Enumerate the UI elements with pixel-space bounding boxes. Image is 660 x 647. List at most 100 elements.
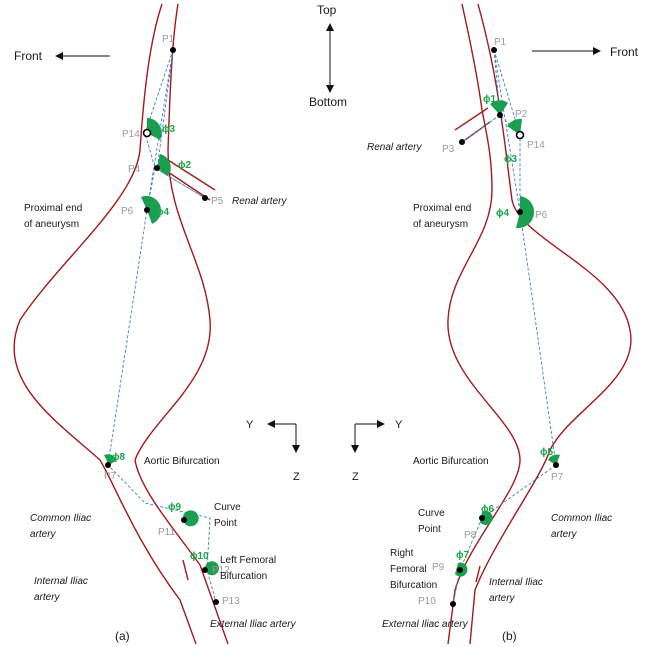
panel-a-label-p12: P12 — [212, 565, 230, 576]
panel-b-angle-wedge-1 — [490, 100, 508, 115]
panel-a-curve-label-2: Point — [214, 518, 237, 529]
panel-b-left-wall — [447, 3, 521, 645]
panel-a-internal-iliac-label-1: Internal Iliac — [34, 576, 88, 587]
panel-a-label-p4: P4 — [128, 164, 141, 175]
panel-a-centerline-2 — [156, 49, 174, 171]
panel-b-angle-7: ϕ7 — [456, 550, 469, 561]
panel-a-renal-lower — [167, 171, 211, 201]
panel-b-renal-upper — [454, 107, 489, 131]
front-left-label: Front — [14, 49, 43, 63]
panel-a-label-p6: P6 — [121, 206, 134, 217]
panel-a-point-p11 — [181, 517, 187, 523]
panel-a-internal-iliac-label-2: artery — [34, 592, 61, 603]
panel-a-angle-wedge-10 — [205, 561, 219, 576]
panel-b-label-p3: P3 — [442, 144, 455, 155]
panel-b-angle-wedge-3 — [507, 118, 522, 135]
panel-b-external-iliac-label: External Iliac artery — [382, 619, 469, 630]
panel-b-aortic-bifurcation-label: Aortic Bifurcation — [413, 456, 489, 467]
panel-b-angle-5: ϕ5 — [540, 447, 553, 458]
panel-a-label-p14: P14 — [122, 129, 140, 140]
panel-a-angle-wedge-8 — [104, 454, 117, 465]
panel-a-curve-label-1: Curve — [214, 502, 241, 513]
panel-a-point-p5 — [202, 195, 208, 201]
panel-b-common-iliac-label-2: artery — [551, 529, 578, 540]
left-z-axis-label: Z — [293, 471, 300, 483]
panel-b-label-p9: P9 — [432, 562, 445, 573]
panel-a-angle-2: ϕ2 — [178, 160, 191, 171]
panel-b-curve-label-1: Curve — [418, 508, 445, 519]
panel-b-proximal-label-1: Proximal end — [413, 203, 471, 214]
panel-a-angle-wedge-4 — [141, 195, 162, 224]
panel-a-angle-9: ϕ9 — [168, 502, 181, 513]
panel-a-point-p4 — [154, 165, 160, 171]
panel-b-curve-label-2: Point — [418, 524, 441, 535]
panel-b-label-p14: P14 — [527, 140, 545, 151]
panel-a-aortic-bifurcation-label: Aortic Bifurcation — [144, 456, 220, 467]
panel-b-label-p7: P7 — [551, 472, 564, 483]
panel-a-angle-wedge-2 — [157, 154, 171, 176]
panel-a-point-p1 — [170, 47, 176, 53]
panel-b-point-p14 — [515, 130, 525, 140]
panel-b-angle-wedge-6 — [480, 510, 493, 525]
panel-b-point-p1 — [491, 47, 497, 53]
panel-b-point-p6 — [517, 209, 523, 215]
panel-a-left-wall — [13, 3, 197, 645]
panel-b-point-p2 — [497, 112, 503, 118]
panel-a-point-p13 — [213, 599, 219, 605]
panel-a-angle-wedge-3 — [147, 118, 162, 140]
panel-b-right-femoral-label-2: Femoral — [390, 564, 427, 575]
panel-a-label-p7: P7 — [104, 471, 117, 482]
panel-b-centerline-3 — [493, 49, 521, 213]
orientation-guides: Top Bottom Front Front Y Z Y Z — [14, 3, 639, 483]
front-right-label: Front — [610, 45, 639, 59]
panel-b-proximal-label-2: of aneurysm — [413, 219, 468, 230]
panel-b-label-p1: P1 — [494, 37, 507, 48]
panel-b-point-p9 — [457, 567, 463, 573]
panel-a-renal-upper — [167, 159, 216, 191]
panel-b-angle-3: ϕ3 — [504, 154, 517, 165]
panel-b-right-femoral-label-3: Bifurcation — [390, 580, 437, 591]
panel-a-proximal-label-1: Proximal end — [24, 203, 82, 214]
panel-b-internal-iliac-label-2: artery — [489, 593, 516, 604]
panel-a-angle-3: ϕ3 — [162, 124, 175, 135]
panel-b-common-iliac-label-1: Common Iliac — [551, 513, 612, 524]
panel-b-centerline — [452, 49, 557, 605]
panel-b-internal-iliac-label-1: Internal Iliac — [489, 577, 543, 588]
panel-a-internal-iliac-stub — [182, 559, 189, 581]
right-y-axis-label: Y — [395, 419, 403, 431]
panel-b-angle-6: ϕ6 — [481, 504, 494, 515]
panel-a-label-p1: P1 — [162, 34, 175, 45]
panel-b-point-p7 — [553, 462, 559, 468]
panel-b-label-p10: P10 — [418, 596, 436, 607]
panel-a-point-p12 — [202, 567, 208, 573]
panel-b-angle-wedge-4 — [516, 196, 535, 229]
panel-a-external-iliac-label: External Iliac artery — [210, 619, 297, 630]
panel-a-point-p7 — [105, 462, 111, 468]
panel-a-label-p11: P11 — [158, 527, 175, 538]
panel-b-label-p8: P8 — [464, 530, 477, 541]
panel-a-right-wall — [134, 3, 229, 645]
panel-a-angle-10: ϕ10 — [190, 551, 209, 562]
panel-b-point-p3 — [459, 139, 465, 145]
panel-b-internal-iliac-stub — [475, 565, 481, 583]
panel-b-label-p2: P2 — [515, 109, 528, 120]
panel-b: P1 P2 P3 P14 P6 P7 P8 P9 P10 ϕ1 ϕ3 ϕ4 ϕ5… — [367, 3, 632, 645]
panel-a-common-iliac-label-2: artery — [30, 529, 57, 540]
panel-b-renal-artery-label: Renal artery — [367, 142, 422, 153]
panel-b-label-p6: P6 — [535, 210, 548, 221]
panel-a-point-p14 — [142, 128, 152, 138]
panel-b-point-p8 — [479, 515, 485, 521]
left-y-axis-label: Y — [246, 419, 254, 431]
bottom-label: Bottom — [309, 95, 347, 109]
panel-a-label-p13: P13 — [222, 596, 240, 607]
right-z-axis-label: Z — [352, 471, 359, 483]
panel-b-caption: (b) — [502, 629, 517, 643]
panel-a-renal-artery-label: Renal artery — [232, 196, 287, 207]
panel-b-point-p10 — [450, 601, 456, 607]
panel-a-left-femoral-label-1: Left Femoral — [220, 555, 276, 566]
panel-a-proximal-label-2: of aneurysm — [24, 219, 79, 230]
panel-a-angle-wedge-9 — [183, 510, 199, 527]
panel-a-label-p5: P5 — [211, 196, 224, 207]
panel-b-angle-1: ϕ1 — [483, 94, 496, 105]
